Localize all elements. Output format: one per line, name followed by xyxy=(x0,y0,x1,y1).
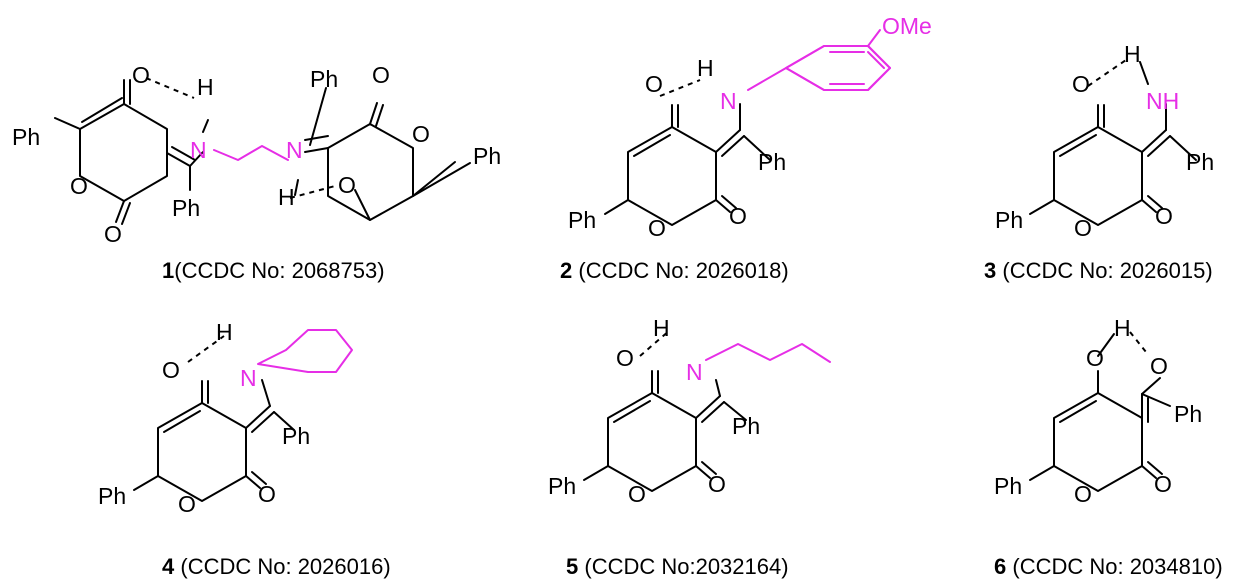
compound-6-h: H xyxy=(1114,315,1131,341)
compound-2-structure: O H N OMe Ph Ph O O xyxy=(568,13,932,241)
compound-2-caption: 2 (CCDC No: 2026018) xyxy=(560,258,789,283)
compound-4-ph-side: Ph xyxy=(282,423,310,449)
compound-3-h: H xyxy=(1124,41,1141,67)
compound-1-ph-top: Ph xyxy=(310,66,338,92)
compound-3-o-ring: O xyxy=(1074,215,1092,241)
compound-5-o-ring: O xyxy=(628,481,646,507)
compound-6-caption: 6 (CCDC No: 2034810) xyxy=(994,554,1223,579)
compound-5-ph-side: Ph xyxy=(732,413,760,439)
compound-5-caption: 5 (CCDC No:2032164) xyxy=(566,554,789,579)
compound-2-h: H xyxy=(697,55,714,81)
compound-1-o-carbonyl-right: O xyxy=(338,172,356,198)
compound-1-structure: Ph O H N O O Ph Ph O N O Ph H O xyxy=(12,62,501,247)
compound-1-o-lactone-left: O xyxy=(104,221,122,247)
compound-4-n: N xyxy=(240,365,257,391)
compound-1-h-left: H xyxy=(197,74,214,100)
compound-4-o-ring: O xyxy=(178,491,196,517)
compound-5-structure: O H N Ph Ph O O xyxy=(548,315,831,507)
compound-2-ome: OMe xyxy=(882,13,932,39)
compound-3-structure: O H NH Ph Ph O O xyxy=(995,41,1214,241)
compound-3-caption: 3 (CCDC No: 2026015) xyxy=(984,258,1213,283)
compound-4-caption: 4 (CCDC No: 2026016) xyxy=(162,554,391,579)
compound-3-ph-ring: Ph xyxy=(995,207,1023,233)
compound-2-ph-ring: Ph xyxy=(568,207,596,233)
compound-1-o-ring-left: O xyxy=(70,173,88,199)
compound-5-ph-ring: Ph xyxy=(548,473,576,499)
compound-1-n-left: N xyxy=(190,137,207,163)
compound-3-nh: NH xyxy=(1146,88,1179,114)
compound-1-o-ring-right: O xyxy=(412,121,430,147)
compound-1-ph-left: Ph xyxy=(12,124,40,150)
compound-6-ph-ring: Ph xyxy=(994,473,1022,499)
compound-3-o-carbonyl: O xyxy=(1072,71,1090,97)
compound-4-o-carbonyl: O xyxy=(162,357,180,383)
compound-6-o-lactone: O xyxy=(1154,471,1172,497)
compound-1-h-right: H xyxy=(278,184,295,210)
compound-1-o-carbonyl-left: O xyxy=(132,62,150,88)
compound-1-caption: 1(CCDC No: 2068753) xyxy=(162,258,385,283)
compound-5-h: H xyxy=(653,315,670,341)
compound-2-ph-side: Ph xyxy=(758,149,786,175)
compound-4-h: H xyxy=(216,319,233,345)
compound-5-o-carbonyl: O xyxy=(616,345,634,371)
compound-6-ph-side: Ph xyxy=(1174,401,1202,427)
compound-1-n-right: N xyxy=(286,137,303,163)
compound-4-ph-ring: Ph xyxy=(98,483,126,509)
compound-6-o-ring: O xyxy=(1074,481,1092,507)
compound-2-o-ring: O xyxy=(648,215,666,241)
compound-6-structure: O H O Ph Ph O O xyxy=(994,315,1202,507)
compound-5-o-lactone: O xyxy=(708,471,726,497)
compound-3-o-lactone: O xyxy=(1155,203,1173,229)
compound-2-o-lactone: O xyxy=(729,203,747,229)
compound-2-o-carbonyl: O xyxy=(645,71,663,97)
compound-2-n: N xyxy=(720,88,737,114)
compound-1-ph-bottom: Ph xyxy=(172,195,200,221)
compound-3-ph-side: Ph xyxy=(1186,149,1214,175)
compound-1-ph-right: Ph xyxy=(473,143,501,169)
compound-1-o-lactone-right: O xyxy=(372,62,390,88)
compound-6-o-carbonyl: O xyxy=(1150,353,1168,379)
compound-4-o-lactone: O xyxy=(258,481,276,507)
compound-5-n: N xyxy=(686,359,703,385)
compound-6-o-hydroxy: O xyxy=(1086,345,1104,371)
compound-4-structure: O H N Ph Ph O O xyxy=(98,319,353,517)
